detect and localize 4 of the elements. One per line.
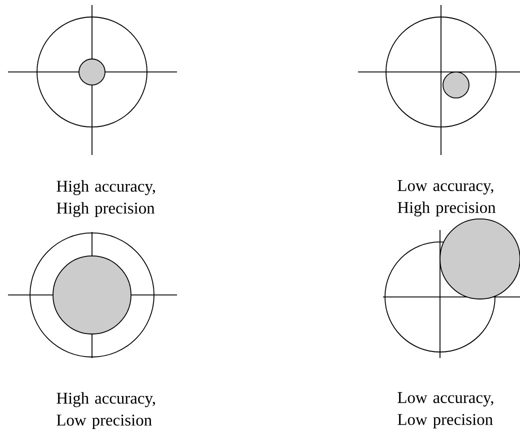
caption: High accuracy, Low precision xyxy=(56,392,155,429)
caption: Low accuracy, Low precision xyxy=(398,392,494,428)
caption: Low accuracy, High precision xyxy=(398,180,496,216)
caption: High accuracy, High precision xyxy=(56,180,155,218)
